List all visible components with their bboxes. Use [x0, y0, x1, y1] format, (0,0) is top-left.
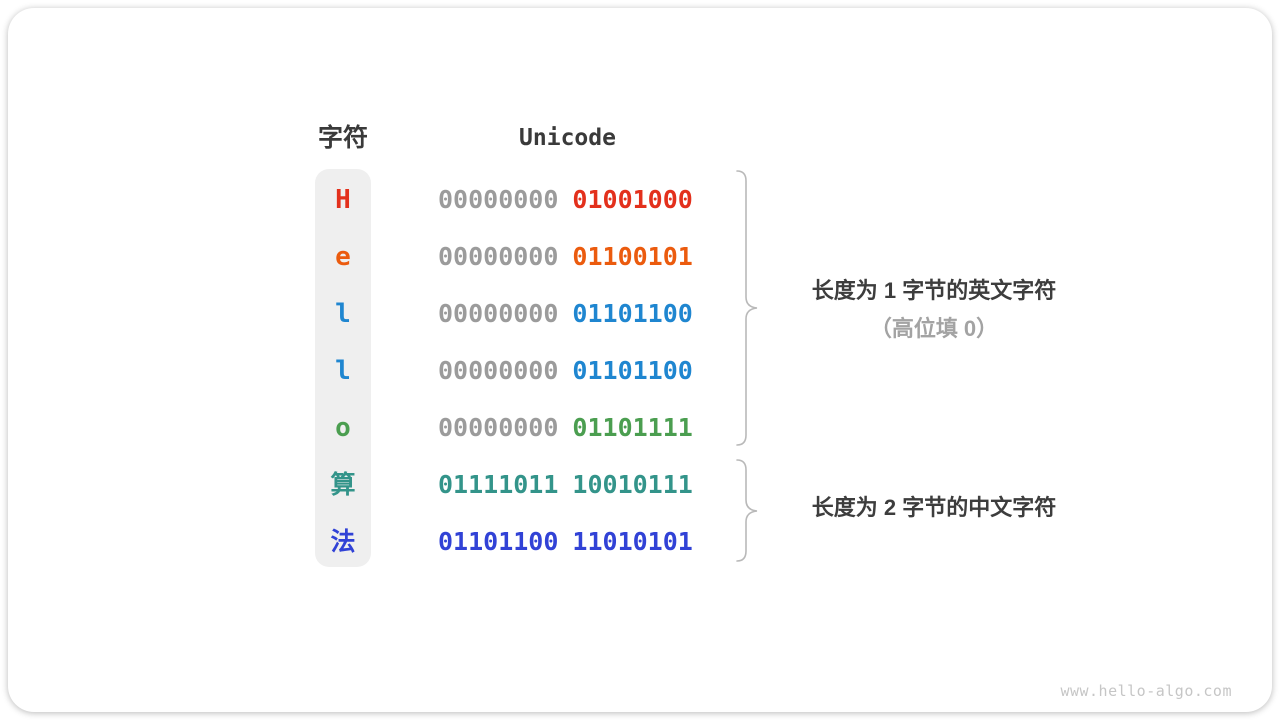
character-cell: o [315, 406, 371, 450]
unicode-binary: 01101100 11010101 [438, 520, 693, 564]
annotation-two-byte-line1: 长度为 2 字节的中文字符 [748, 489, 1120, 527]
character-cell: H [315, 178, 371, 222]
table-row: l 00000000 01101100 [8, 349, 1280, 393]
column-header-unicode: Unicode [470, 122, 665, 154]
byte-value: 10010111 [572, 470, 692, 499]
unicode-binary: 01111011 10010111 [438, 463, 693, 507]
byte-value: 01101100 [572, 356, 692, 385]
byte-value: 00000000 [438, 299, 558, 328]
byte-value: 01101100 [572, 299, 692, 328]
unicode-binary: 00000000 01001000 [438, 178, 693, 222]
annotation-one-byte-line1: 长度为 1 字节的英文字符 [748, 272, 1120, 310]
character-cell: l [315, 292, 371, 336]
table-row: o 00000000 01101111 [8, 406, 1280, 450]
byte-value: 00000000 [438, 242, 558, 271]
unicode-binary: 00000000 01101100 [438, 349, 693, 393]
character-cell: e [315, 235, 371, 279]
character-cell: 算 [315, 463, 371, 507]
diagram-card: 字符 Unicode H 00000000 01001000 e 00000000 011… [8, 8, 1272, 712]
character-cell: 法 [315, 520, 371, 564]
byte-value: 00000000 [438, 413, 558, 442]
byte-value: 11010101 [572, 527, 692, 556]
table-row: H 00000000 01001000 [8, 178, 1280, 222]
byte-value: 01101111 [572, 413, 692, 442]
unicode-binary: 00000000 01101100 [438, 292, 693, 336]
unicode-binary: 00000000 01101111 [438, 406, 693, 450]
byte-value: 00000000 [438, 356, 558, 385]
byte-value: 01001000 [572, 185, 692, 214]
column-header-character: 字符 [303, 122, 383, 154]
byte-value: 01101100 [438, 527, 558, 556]
annotation-one-byte-line2: （高位填 0） [748, 310, 1120, 348]
byte-value: 00000000 [438, 185, 558, 214]
annotation-two-byte: 长度为 2 字节的中文字符 [748, 489, 1120, 527]
annotation-one-byte: 长度为 1 字节的英文字符 （高位填 0） [748, 272, 1120, 348]
watermark-url: www.hello-algo.com [1060, 682, 1232, 700]
byte-value: 01100101 [572, 242, 692, 271]
byte-value: 01111011 [438, 470, 558, 499]
unicode-binary: 00000000 01100101 [438, 235, 693, 279]
character-cell: l [315, 349, 371, 393]
